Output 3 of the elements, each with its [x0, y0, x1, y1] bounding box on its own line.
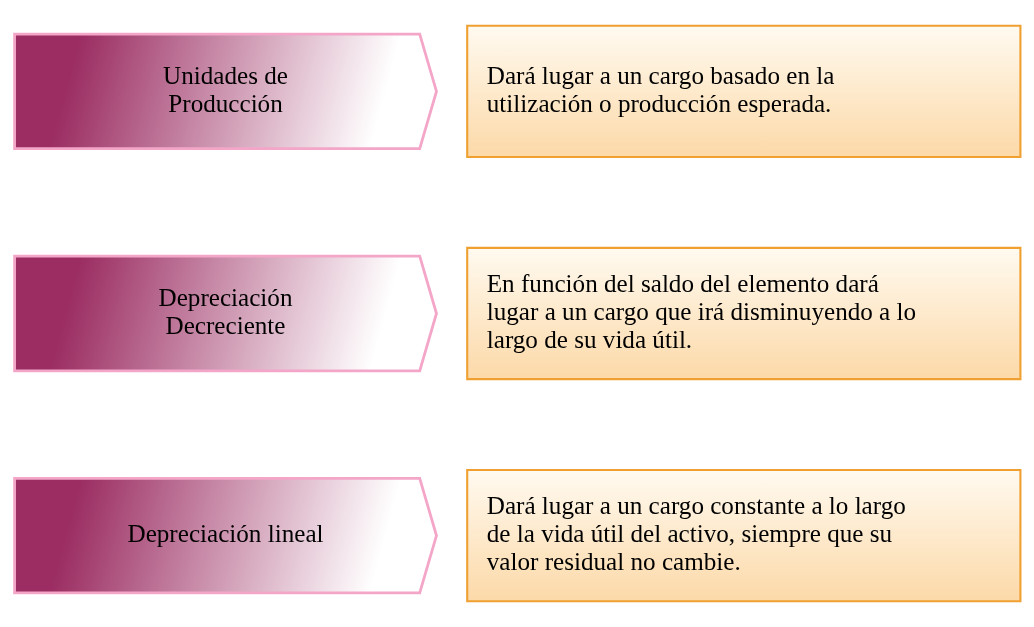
node-box: En función del saldo del elemento dará lugar a un cargo que irá disminuyendo a lo largo de su vida útil. — [465, 246, 1021, 381]
node-box: Dará lugar a un cargo basado en la utilización o producción esperada. — [465, 24, 1021, 159]
node-box: Dará lugar a un cargo constante a lo largo de la vida útil del activo, siempre que su valor residual no cambie. — [465, 468, 1021, 603]
